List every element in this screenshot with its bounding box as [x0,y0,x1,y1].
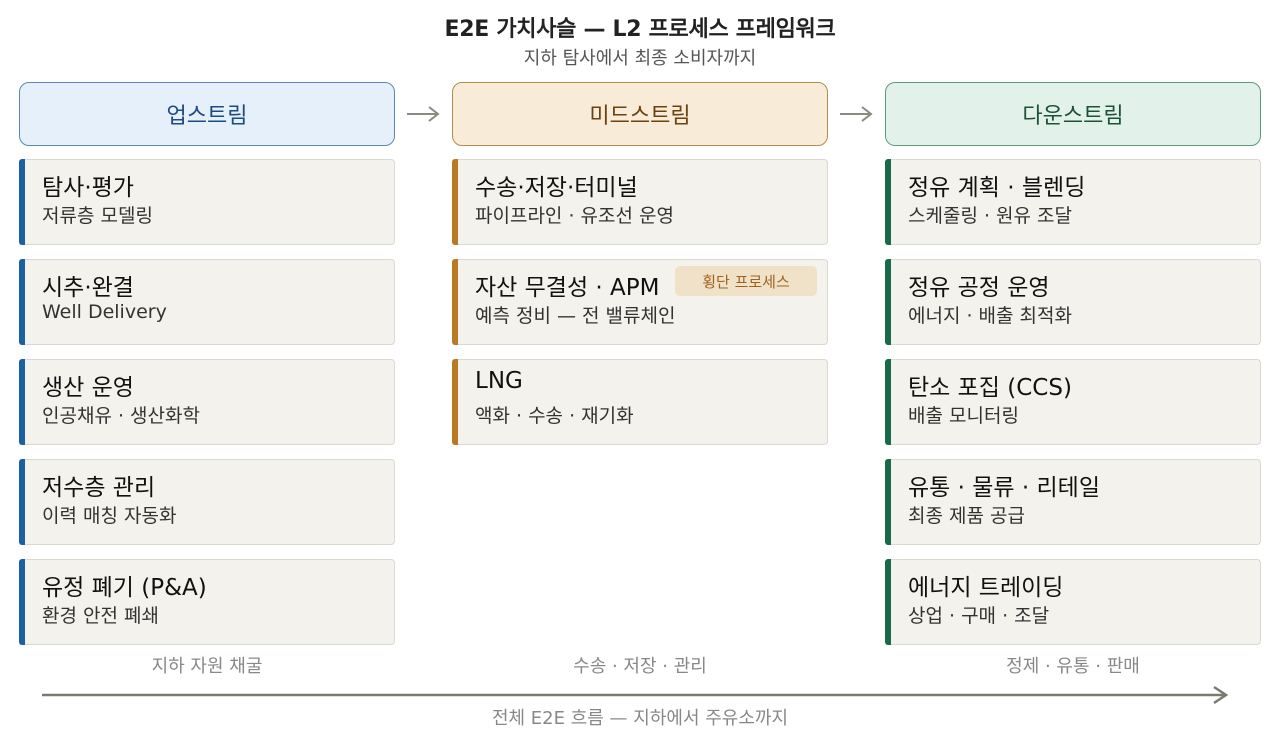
flow-arrow-icon [42,685,1229,705]
process-name: 탄소 포집 (CCS) [908,375,1072,401]
process-card: LNG 액화 · 수송 · 재기화 [452,359,828,445]
midstream-header: 미드스트림 [452,82,828,146]
midstream-footer: 수송 · 저장 · 관리 [573,656,707,677]
card-accent-bar [19,359,25,445]
process-card: 탐사·평가 저류층 모델링 [19,159,395,245]
process-desc: 에너지 · 배출 최적화 [908,305,1072,327]
process-card: 탄소 포집 (CCS) 배출 모니터링 [885,359,1261,445]
diagram-subtitle: 지하 탐사에서 최종 소비자까지 [523,48,757,69]
process-desc: 스케줄링 · 원유 조달 [908,205,1072,227]
process-desc: 배출 모니터링 [908,405,1019,427]
process-card: 자산 무결성 · APM 횡단 프로세스 예측 정비 — 전 밸류체인 [452,259,828,345]
process-name: 탐사·평가 [42,175,134,201]
process-desc: 환경 안전 폐쇄 [42,605,159,627]
process-name: 수송·저장·터미널 [475,175,638,201]
card-accent-bar [19,459,25,545]
process-name: 자산 무결성 · APM [475,275,660,301]
arrow-right-icon [840,106,873,122]
downstream-header-label: 다운스트림 [1022,104,1124,129]
process-desc: 인공채유 · 생산화학 [42,405,200,427]
midstream-header-label: 미드스트림 [589,104,691,129]
process-card: 생산 운영 인공채유 · 생산화학 [19,359,395,445]
process-name: LNG [475,368,523,394]
diagram-title: E2E 가치사슬 — L2 프로세스 프레임워크 [444,17,836,42]
flow-label: 전체 E2E 흐름 — 지하에서 주유소까지 [491,708,789,729]
process-desc: Well Delivery [42,301,167,323]
process-desc: 상업 · 구매 · 조달 [908,605,1050,627]
process-card: 유정 폐기 (P&A) 환경 안전 폐쇄 [19,559,395,645]
card-accent-bar [19,559,25,645]
card-accent-bar [885,459,891,545]
downstream-footer: 정제 · 유통 · 판매 [1006,656,1140,677]
upstream-header-label: 업스트림 [166,104,248,129]
card-accent-bar [19,159,25,245]
process-name: 저수층 관리 [42,475,156,501]
process-name: 생산 운영 [42,375,134,401]
process-name: 에너지 트레이딩 [908,575,1064,601]
process-desc: 액화 · 수송 · 재기화 [475,405,634,427]
process-name: 정유 공정 운영 [908,275,1050,301]
process-card: 수송·저장·터미널 파이프라인 · 유조선 운영 [452,159,828,245]
card-accent-bar [19,259,25,345]
card-accent-bar [452,259,458,345]
process-desc: 파이프라인 · 유조선 운영 [475,205,674,227]
process-card: 정유 계획 · 블렌딩 스케줄링 · 원유 조달 [885,159,1261,245]
process-desc: 최종 제품 공급 [908,505,1025,527]
process-desc: 저류층 모델링 [42,205,153,227]
card-accent-bar [452,159,458,245]
process-name: 시추·완결 [42,275,134,301]
card-accent-bar [885,559,891,645]
process-card: 에너지 트레이딩 상업 · 구매 · 조달 [885,559,1261,645]
card-accent-bar [885,159,891,245]
process-name: 유정 폐기 (P&A) [42,575,207,601]
process-desc: 이력 매칭 자동화 [42,505,177,527]
card-accent-bar [885,359,891,445]
upstream-header: 업스트림 [19,82,395,146]
cross-process-badge: 횡단 프로세스 [675,266,817,296]
process-card: 정유 공정 운영 에너지 · 배출 최적화 [885,259,1261,345]
upstream-footer: 지하 자원 채굴 [151,656,263,677]
process-card: 시추·완결 Well Delivery [19,259,395,345]
process-desc: 예측 정비 — 전 밸류체인 [475,305,676,327]
process-name: 정유 계획 · 블렌딩 [908,175,1086,201]
card-accent-bar [452,359,458,445]
card-accent-bar [885,259,891,345]
process-name: 유통 · 물류 · 리테일 [908,475,1100,501]
arrow-right-icon [407,106,440,122]
process-card: 저수층 관리 이력 매칭 자동화 [19,459,395,545]
process-card: 유통 · 물류 · 리테일 최종 제품 공급 [885,459,1261,545]
downstream-header: 다운스트림 [885,82,1261,146]
